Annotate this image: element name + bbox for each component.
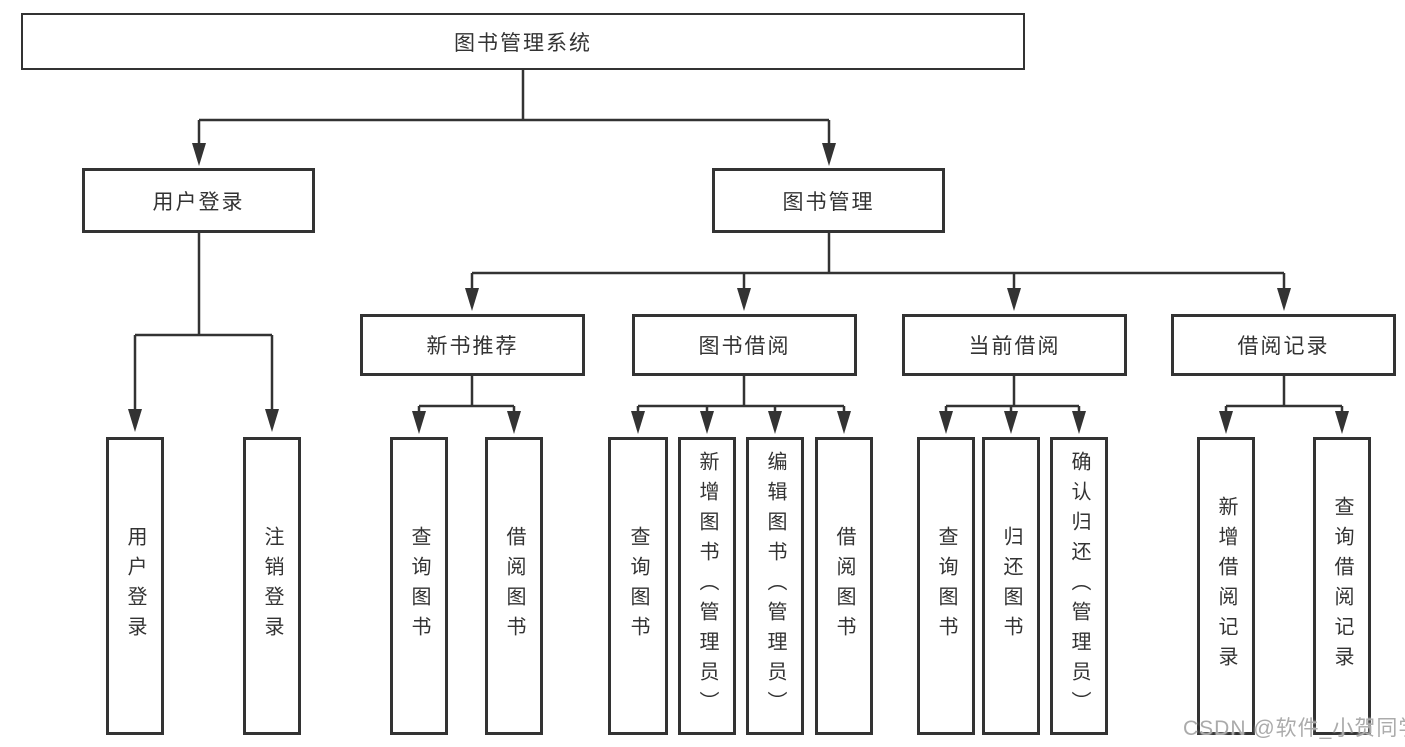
node-library-management-system: 图书管理系统 [21, 13, 1025, 70]
leaf-borrow-books-recommend: 借阅图书 [485, 437, 543, 735]
arrowheads [128, 143, 1349, 434]
leaf-add-borrow-record: 新增借阅记录 [1197, 437, 1255, 735]
leaf-query-borrow-record: 查询借阅记录 [1313, 437, 1371, 735]
node-new-book-recommendation: 新书推荐 [360, 314, 585, 376]
leaf-user-login: 用户登录 [106, 437, 164, 735]
leaf-query-books-current: 查询图书 [917, 437, 975, 735]
leaf-confirm-return-admin: 确认归还（管理员） [1050, 437, 1108, 735]
leaf-borrow-books-borrowing: 借阅图书 [815, 437, 873, 735]
node-book-borrowing: 图书借阅 [632, 314, 857, 376]
leaf-return-books: 归还图书 [982, 437, 1040, 735]
leaf-query-books-recommend: 查询图书 [390, 437, 448, 735]
leaf-add-books-admin: 新增图书（管理员） [678, 437, 736, 735]
node-user-login: 用户登录 [82, 168, 315, 233]
leaf-edit-books-admin: 编辑图书（管理员） [746, 437, 804, 735]
node-borrowing-records: 借阅记录 [1171, 314, 1396, 376]
leaf-logout: 注销登录 [243, 437, 301, 735]
leaf-query-books-borrowing: 查询图书 [608, 437, 668, 735]
node-book-management: 图书管理 [712, 168, 945, 233]
node-current-borrowing: 当前借阅 [902, 314, 1127, 376]
csdn-watermark: CSDN @软件_小贺同学 [1183, 717, 1405, 740]
